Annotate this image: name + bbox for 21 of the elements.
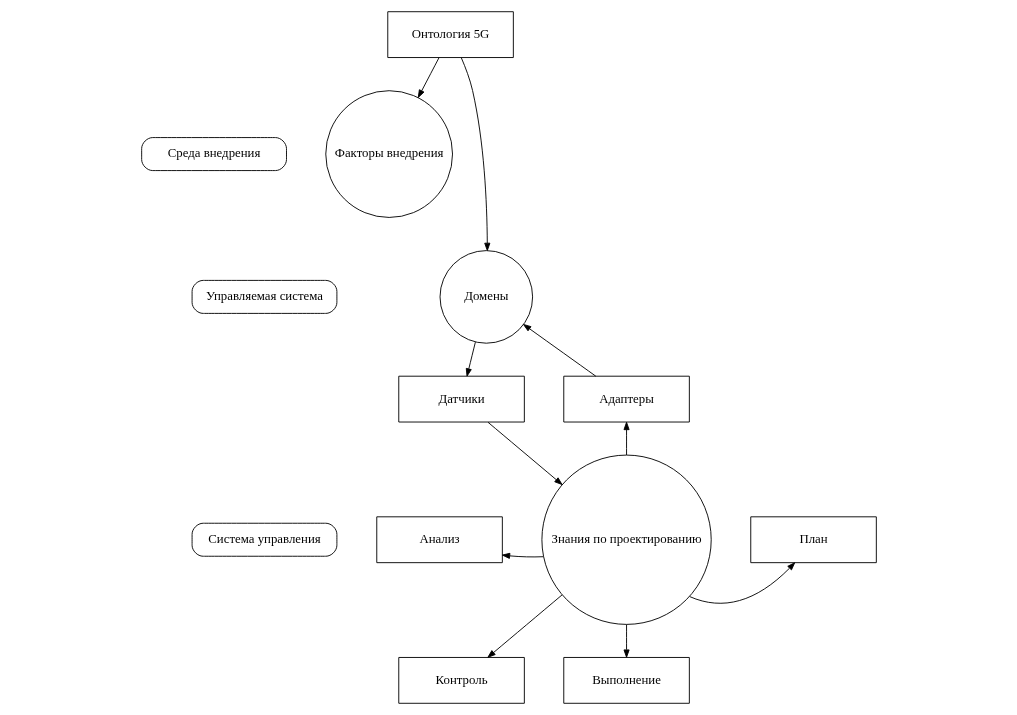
arrow (688, 562, 795, 604)
arrow (465, 341, 476, 377)
node-box: Система управления (191, 522, 337, 557)
node-box: Выполнение (562, 657, 690, 704)
node-box: Датчики (397, 375, 525, 423)
node-box: Анализ (375, 516, 503, 564)
node-box: План (749, 516, 877, 564)
arrow (623, 624, 630, 658)
arrow (460, 57, 490, 251)
arrow (522, 324, 596, 377)
node-circle: Знания по проектированию (540, 454, 712, 625)
node-box: Управляемая система (191, 279, 337, 314)
arrow (623, 421, 630, 456)
node-box: Контроль (397, 657, 525, 704)
arrow (417, 57, 439, 98)
arrow (486, 594, 562, 658)
node-box: Адаптеры (562, 375, 690, 423)
node-box: Среда внедрения (140, 137, 287, 172)
node-box: Онтология 5G (386, 11, 514, 58)
arrow (501, 552, 544, 559)
arrow (487, 421, 562, 485)
